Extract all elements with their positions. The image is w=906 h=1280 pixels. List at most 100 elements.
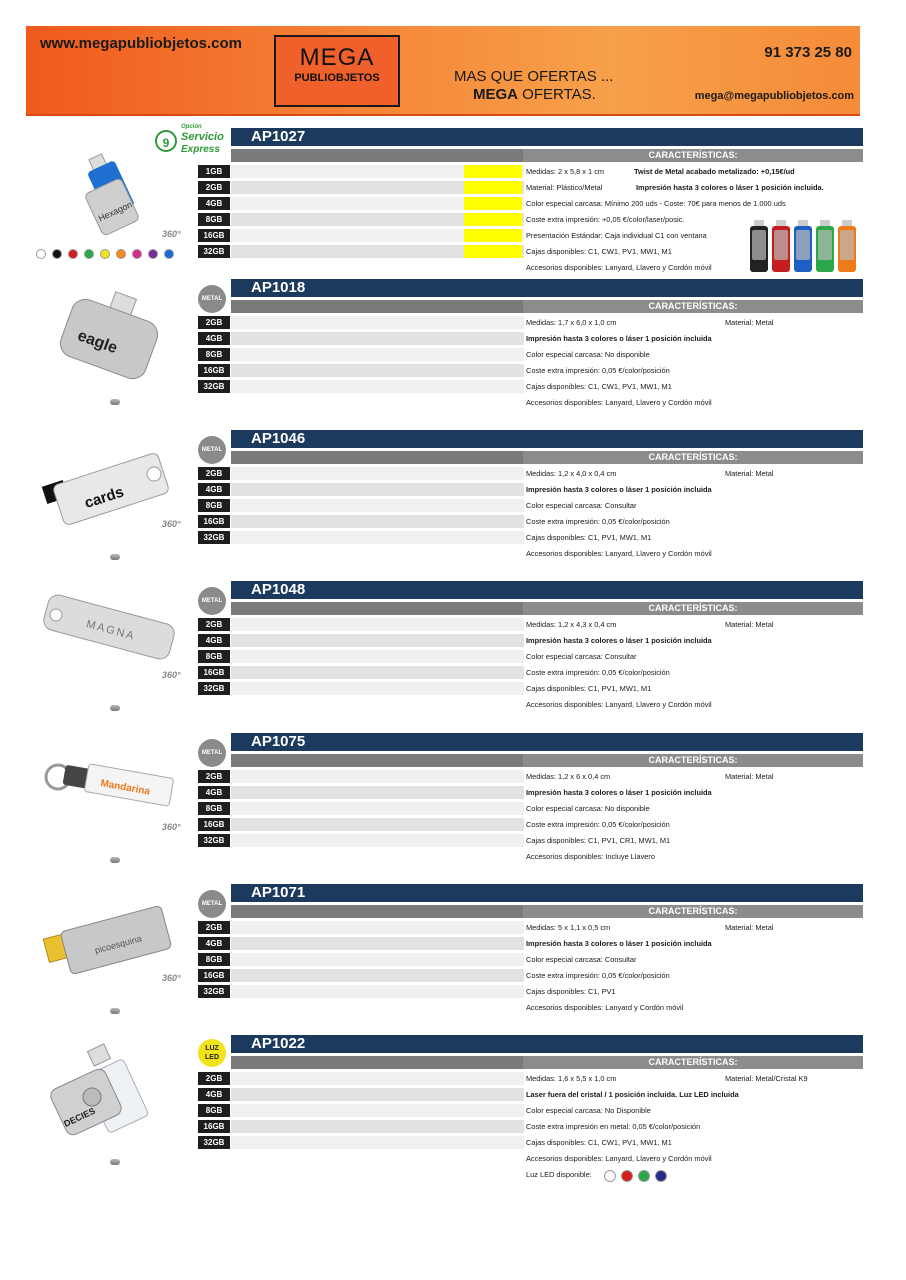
capacity-label: 2GB bbox=[198, 181, 230, 194]
color-swatch[interactable] bbox=[36, 249, 46, 259]
website-url[interactable]: www.megapubliobjetos.com bbox=[40, 35, 242, 52]
capacity-row: 32GB bbox=[198, 985, 524, 998]
color-swatch[interactable] bbox=[116, 249, 126, 259]
capacity-row: 4GB bbox=[198, 332, 524, 345]
capacity-row: 1GB bbox=[198, 165, 524, 178]
characteristics-header: CARACTERÍSTICAS: bbox=[231, 149, 863, 162]
product-title-bar: AP1018 bbox=[231, 279, 863, 297]
capacity-label: 32GB bbox=[198, 531, 230, 544]
characteristics-label: CARACTERÍSTICAS: bbox=[648, 906, 738, 916]
spec-line: Accesorios disponibles: Lanyard, Llavero… bbox=[526, 263, 712, 272]
price-cell bbox=[231, 380, 524, 393]
metal-badge: METAL bbox=[198, 890, 226, 918]
color-swatch-silver[interactable] bbox=[110, 705, 120, 711]
metal-badge: METAL bbox=[198, 285, 226, 313]
characteristics-label: CARACTERÍSTICAS: bbox=[648, 1057, 738, 1067]
color-swatch-silver[interactable] bbox=[110, 554, 120, 560]
spec-line: Cajas disponibles: C1, CW1, PV1, MW1, M1 bbox=[526, 1138, 672, 1147]
price-highlight bbox=[464, 229, 522, 242]
spec-line: Medidas: 1,6 x 5,5 x 1,0 cm bbox=[526, 1074, 617, 1083]
product-image: DECIESDECIES bbox=[34, 1043, 184, 1147]
capacity-row: 2GB bbox=[198, 921, 524, 934]
capacity-row: 16GB bbox=[198, 364, 524, 377]
spec-line: Coste extra impresión: 0,05 €/color/posi… bbox=[526, 820, 670, 829]
spec-line: Cajas disponibles: C1, CW1, PV1, MW1, M1 bbox=[526, 382, 672, 391]
capacity-row: 4GB bbox=[198, 634, 524, 647]
color-swatch-silver[interactable] bbox=[110, 399, 120, 405]
spec-highlight: Impresión hasta 3 colores o láser 1 posi… bbox=[636, 183, 824, 192]
spec-material: Material: Metal/Cristal K9 bbox=[725, 1074, 808, 1083]
spec-line: Medidas: 5 x 1,1 x 0,5 cm bbox=[526, 923, 611, 932]
capacity-label: 32GB bbox=[198, 380, 230, 393]
phone-number[interactable]: 91 373 25 80 bbox=[764, 44, 852, 61]
color-swatch-silver[interactable] bbox=[110, 1008, 120, 1014]
capacity-row: 16GB bbox=[198, 666, 524, 679]
led-color-swatch[interactable] bbox=[621, 1170, 633, 1182]
price-cell bbox=[231, 467, 524, 480]
capacity-label: 16GB bbox=[198, 818, 230, 831]
capacity-row: 4GB bbox=[198, 1088, 524, 1101]
capacity-row: 2GB bbox=[198, 467, 524, 480]
color-swatch[interactable] bbox=[68, 249, 78, 259]
led-color-swatch[interactable] bbox=[655, 1170, 667, 1182]
spec-line: Coste extra impresión: 0,05 €/color/posi… bbox=[526, 366, 670, 375]
capacity-row: 16GB bbox=[198, 229, 524, 242]
spec-line: Coste extra impresión: 0,05 €/color/posi… bbox=[526, 971, 670, 980]
capacity-label: 8GB bbox=[198, 1104, 230, 1117]
price-cell bbox=[231, 985, 524, 998]
characteristics-header: CARACTERÍSTICAS: bbox=[231, 1056, 863, 1069]
capacity-label: 1GB bbox=[198, 165, 230, 178]
capacity-row: 16GB bbox=[198, 1120, 524, 1133]
rotate-360-icon: 360° bbox=[162, 514, 190, 534]
express-line-2: Servicio bbox=[181, 131, 224, 143]
color-swatch-silver[interactable] bbox=[110, 857, 120, 863]
logo-text-mega: MEGA bbox=[299, 44, 375, 71]
spec-line: Medidas: 2 x 5,8 x 1 cm bbox=[526, 167, 605, 176]
capacity-label: 32GB bbox=[198, 682, 230, 695]
color-swatch-silver[interactable] bbox=[110, 1159, 120, 1165]
color-swatch[interactable] bbox=[148, 249, 158, 259]
price-highlight bbox=[464, 181, 522, 194]
capacity-row: 4GB bbox=[198, 483, 524, 496]
rotate-360-icon: 360° bbox=[162, 817, 190, 837]
slogan-bold: MEGA bbox=[473, 86, 518, 103]
color-swatch[interactable] bbox=[132, 249, 142, 259]
spec-material: Material: Metal bbox=[725, 772, 774, 781]
slogan-line-2: MEGA OFERTAS. bbox=[473, 86, 596, 103]
capacity-row: 8GB bbox=[198, 348, 524, 361]
metal-badge: METAL bbox=[198, 739, 226, 767]
capacity-label: 8GB bbox=[198, 802, 230, 815]
rotate-360-label: 360° bbox=[162, 822, 181, 832]
color-swatch[interactable] bbox=[164, 249, 174, 259]
spec-line: Impresión hasta 3 colores o láser 1 posi… bbox=[526, 485, 712, 494]
capacity-row: 2GB bbox=[198, 181, 524, 194]
capacity-label: 16GB bbox=[198, 1120, 230, 1133]
metal-badge: METAL bbox=[198, 587, 226, 615]
led-color-swatch[interactable] bbox=[604, 1170, 616, 1182]
led-color-swatch[interactable] bbox=[638, 1170, 650, 1182]
capacity-label: 2GB bbox=[198, 316, 230, 329]
company-logo: MEGA PUBLIOBJETOS bbox=[274, 35, 400, 107]
spec-line: Accesorios disponibles: Lanyard y Cordón… bbox=[526, 1003, 684, 1012]
color-swatch[interactable] bbox=[52, 249, 62, 259]
capacity-row: 4GB bbox=[198, 197, 524, 210]
capacity-label: 4GB bbox=[198, 634, 230, 647]
rotate-360-label: 360° bbox=[162, 229, 181, 239]
price-cell bbox=[231, 197, 524, 210]
capacity-label: 8GB bbox=[198, 953, 230, 966]
characteristics-label: CARACTERÍSTICAS: bbox=[648, 603, 738, 613]
price-cell bbox=[231, 348, 524, 361]
spec-line: Color especial carcasa: Mínimo 200 uds -… bbox=[526, 199, 786, 208]
email-address[interactable]: mega@megapubliobjetos.com bbox=[694, 90, 854, 102]
price-cell bbox=[231, 245, 524, 258]
rotate-360-label: 360° bbox=[162, 973, 181, 983]
rotate-360-label: 360° bbox=[162, 670, 181, 680]
capacity-label: 2GB bbox=[198, 618, 230, 631]
spec-line: Color especial carcasa: Consultar bbox=[526, 501, 637, 510]
color-swatch[interactable] bbox=[84, 249, 94, 259]
price-cell bbox=[231, 650, 524, 663]
product-image: MandarinaMandarina bbox=[34, 741, 184, 845]
characteristics-bar-left bbox=[231, 149, 523, 162]
color-swatch[interactable] bbox=[100, 249, 110, 259]
